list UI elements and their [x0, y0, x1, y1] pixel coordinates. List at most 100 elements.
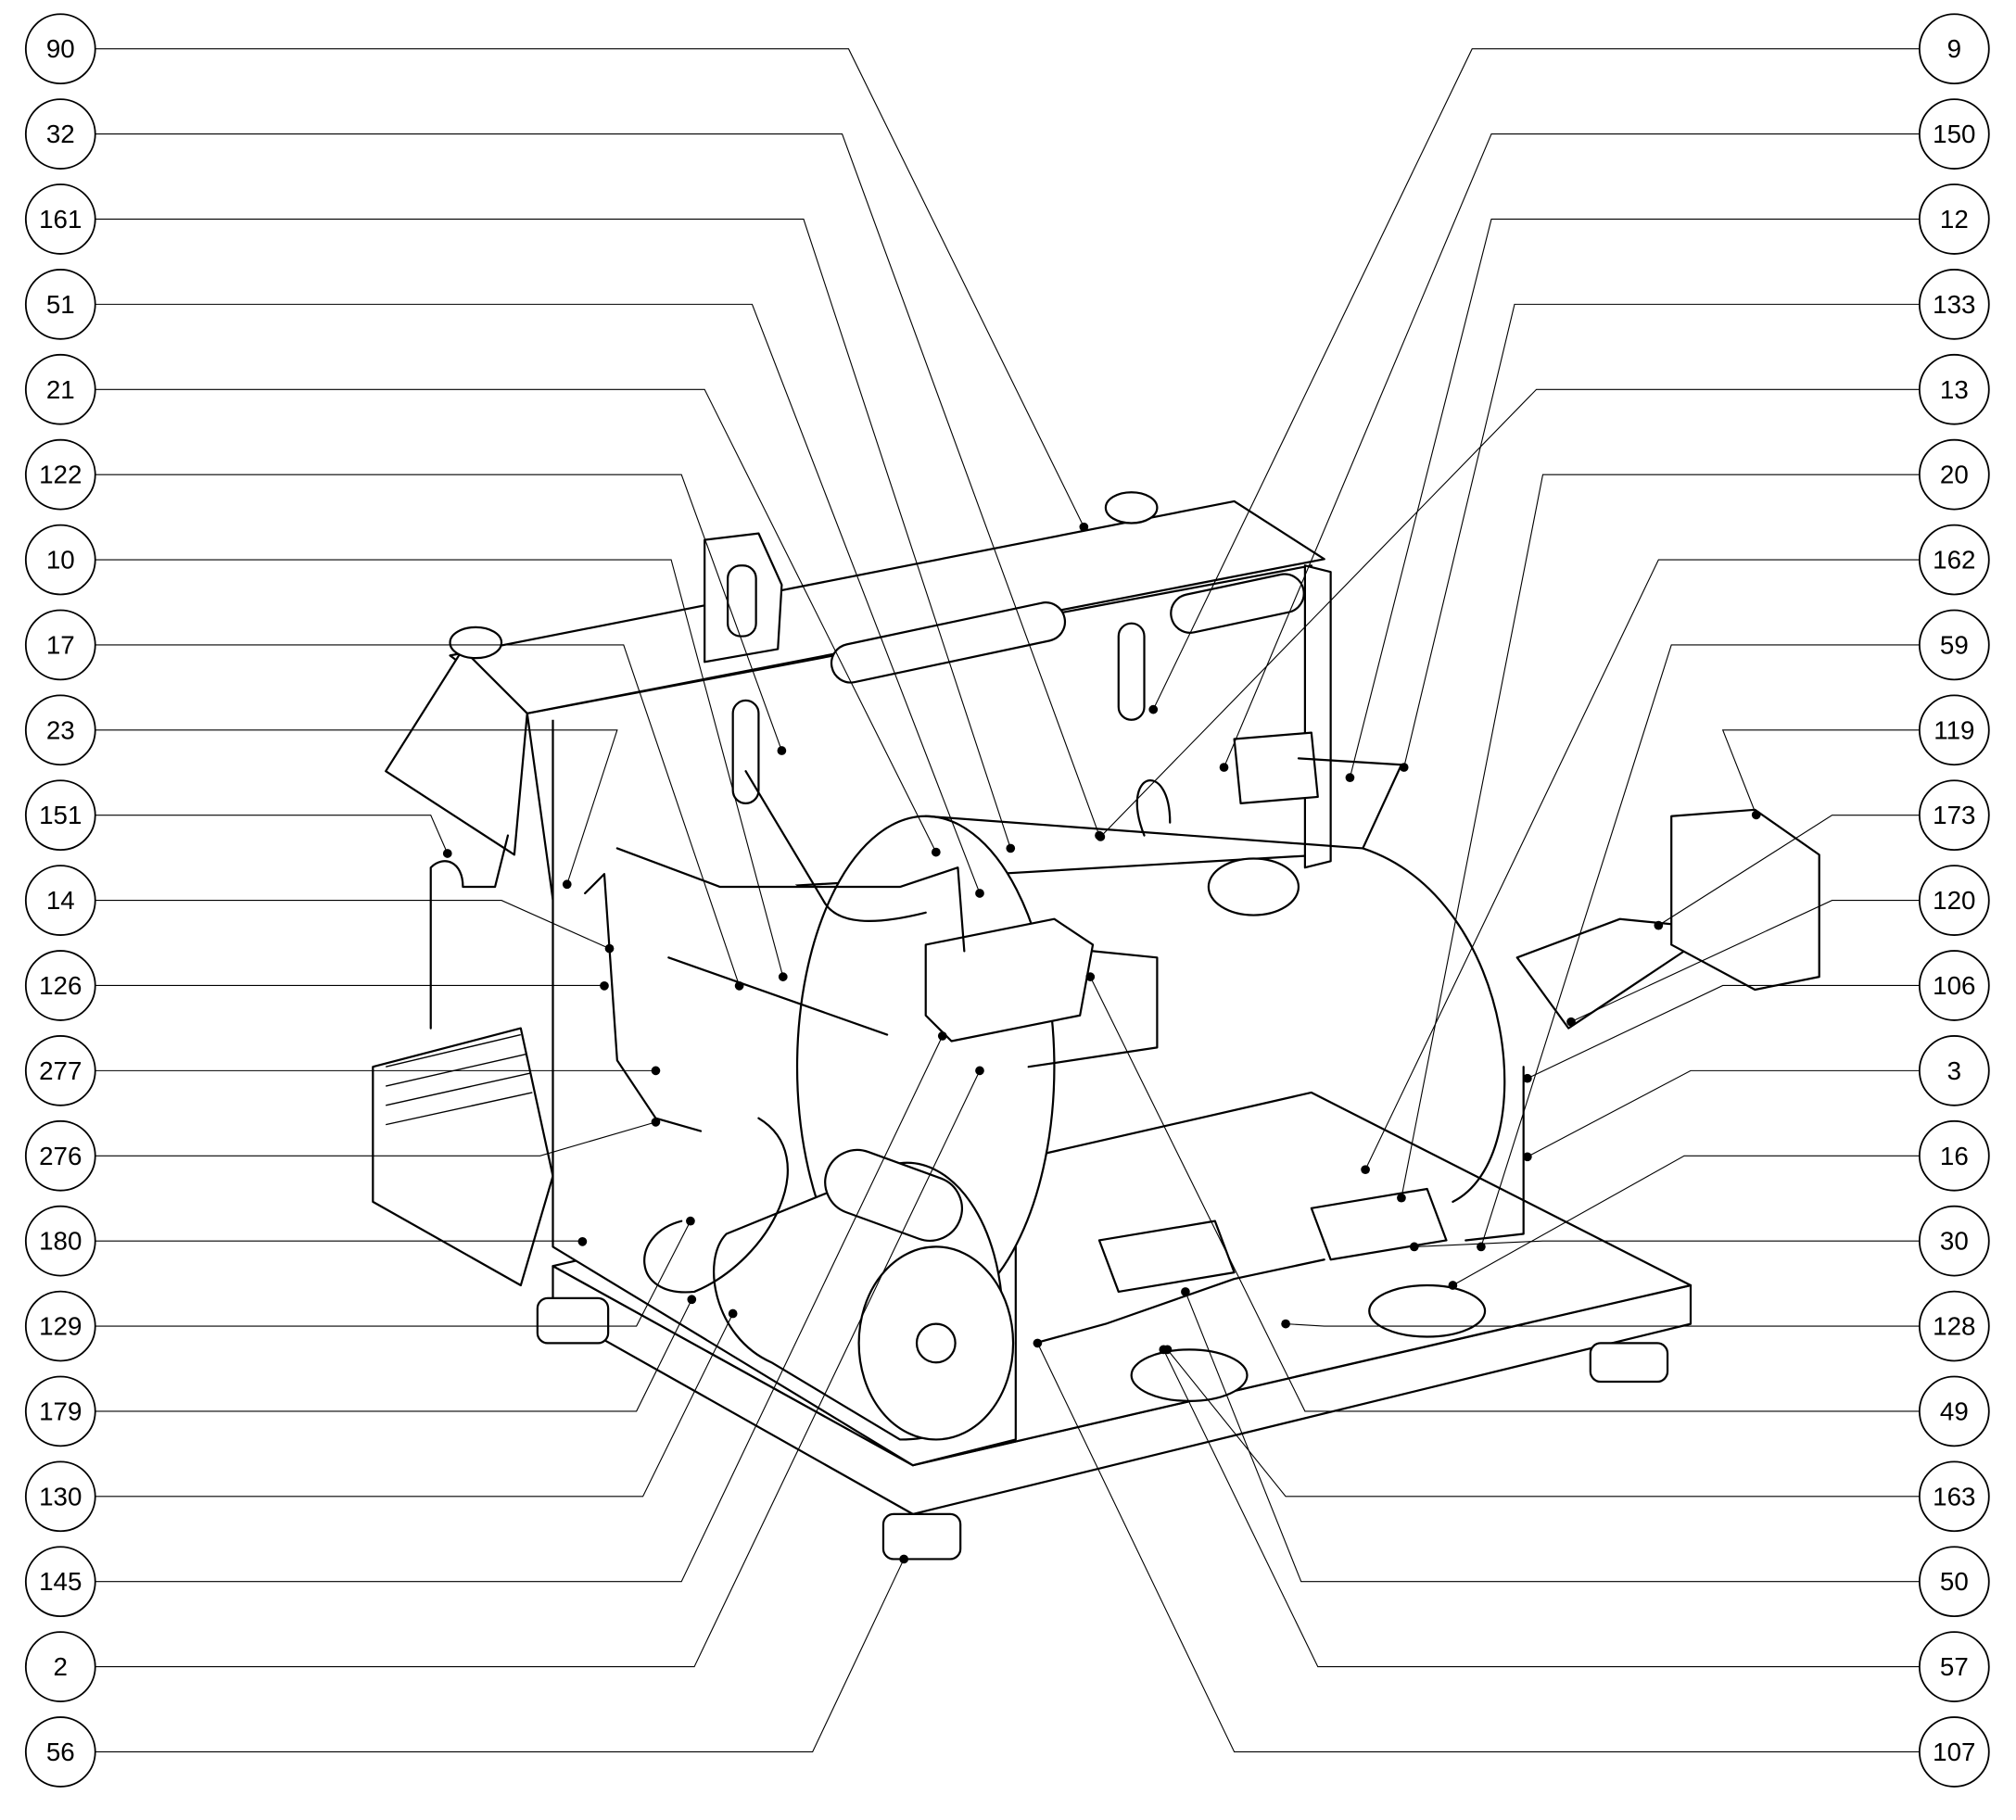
callout-51: 51 — [24, 269, 984, 898]
pipe-elbow — [667, 956, 889, 1036]
leader-dot — [975, 889, 984, 898]
leader-line — [1036, 1343, 1920, 1753]
callout-56: 56 — [24, 1554, 909, 1788]
callout-circle — [1918, 1119, 1990, 1192]
drip-grate — [386, 1033, 533, 1126]
callout-50: 50 — [1181, 1287, 1990, 1618]
leader-dot — [931, 847, 941, 857]
callout-circle — [1918, 1716, 1990, 1788]
leader-line — [1570, 900, 1920, 1023]
callout-circle — [24, 524, 96, 596]
callout-circle — [1918, 524, 1990, 596]
leader-line — [95, 1121, 656, 1156]
leader-dot — [1219, 763, 1229, 772]
callout-number: 133 — [1933, 290, 1975, 319]
callout-90: 90 — [24, 13, 1089, 532]
leader-dot — [1281, 1319, 1290, 1329]
callout-10: 10 — [24, 524, 788, 981]
callout-number: 17 — [46, 630, 75, 659]
callout-2: 2 — [24, 1066, 984, 1702]
leader-line — [1721, 729, 1920, 815]
leader-line — [1480, 644, 1920, 1247]
callout-number: 2 — [54, 1652, 68, 1681]
callout-number: 122 — [39, 461, 82, 489]
leader-dot — [1148, 704, 1159, 714]
callout-number: 120 — [1933, 886, 1975, 915]
leader-line — [95, 1035, 944, 1583]
leader-dot — [1409, 1242, 1419, 1252]
callout-circle — [1918, 98, 1990, 170]
callout-number: 13 — [1940, 375, 1969, 404]
leader-dot — [1006, 843, 1016, 853]
callout-circle — [24, 1035, 96, 1106]
callout-30: 30 — [1409, 1205, 1990, 1277]
callout-circle — [24, 779, 96, 852]
leader-line — [95, 1559, 905, 1753]
callout-circle — [24, 269, 96, 340]
callout-number: 106 — [1933, 971, 1975, 1000]
leader-dot — [777, 746, 787, 755]
callout-circle — [24, 950, 96, 1021]
leader-line — [95, 133, 1100, 836]
leader-dot — [1096, 832, 1106, 841]
callout-circle — [24, 438, 96, 511]
leader-line — [95, 48, 1084, 527]
leader-dot — [975, 1066, 984, 1076]
pipe-upper — [615, 847, 966, 953]
callout-9: 9 — [1148, 13, 1990, 714]
callout-circle — [24, 1546, 96, 1618]
callout-circle — [1918, 438, 1990, 511]
callout-circle — [24, 353, 96, 425]
leader-dot — [1751, 810, 1761, 820]
callout-number: 128 — [1933, 1312, 1975, 1341]
callout-16: 16 — [1448, 1119, 1990, 1290]
callout-number: 151 — [39, 801, 82, 829]
base-opening-left — [1130, 1348, 1249, 1402]
callout-number: 20 — [1940, 461, 1969, 489]
callout-circle — [24, 1119, 96, 1192]
leader-dot — [604, 943, 615, 954]
callout-23: 23 — [24, 694, 618, 890]
leader-line — [95, 1299, 692, 1412]
callout-number: 119 — [1934, 715, 1974, 744]
pressurestat — [924, 917, 1095, 1043]
wiring-slot-right — [1170, 573, 1305, 634]
leader-line — [95, 900, 610, 950]
callout-circle — [1918, 1290, 1990, 1362]
leader-line — [95, 474, 782, 752]
callout-circle — [1918, 694, 1990, 766]
callout-161: 161 — [24, 183, 1016, 853]
leader-line — [95, 1313, 734, 1498]
callout-number: 130 — [39, 1482, 82, 1510]
callout-number: 163 — [1933, 1482, 1975, 1510]
callout-17: 17 — [24, 609, 744, 991]
leader-dot — [1566, 1017, 1576, 1027]
leader-line — [1403, 303, 1920, 768]
leader-line — [1286, 1323, 1920, 1327]
callout-number: 59 — [1940, 630, 1969, 659]
callout-circle — [24, 1205, 96, 1277]
callout-circle — [24, 1460, 96, 1533]
leader-line — [1167, 1349, 1920, 1498]
leader-dot — [1345, 773, 1355, 782]
leader-line — [95, 218, 1011, 849]
motor-capacitor — [824, 1148, 963, 1242]
callout-122: 122 — [24, 438, 787, 755]
leader-dot — [1033, 1338, 1043, 1348]
vertical-slot-left — [731, 699, 760, 804]
leader-dot — [651, 1118, 661, 1127]
pipe-pressurestat — [1027, 950, 1159, 1068]
callout-59: 59 — [1477, 609, 1990, 1252]
callout-120: 120 — [1566, 865, 1990, 1027]
bracket-slot — [727, 564, 757, 638]
callout-number: 3 — [1947, 1056, 1961, 1085]
callout-number: 49 — [1940, 1397, 1969, 1425]
callout-circle — [1918, 1375, 1990, 1447]
callout-number: 50 — [1940, 1567, 1969, 1596]
leader-dot — [577, 1236, 588, 1246]
leader-dot — [687, 1295, 697, 1305]
pipe-left-loop — [584, 873, 703, 1132]
callout-circle — [24, 1631, 96, 1702]
